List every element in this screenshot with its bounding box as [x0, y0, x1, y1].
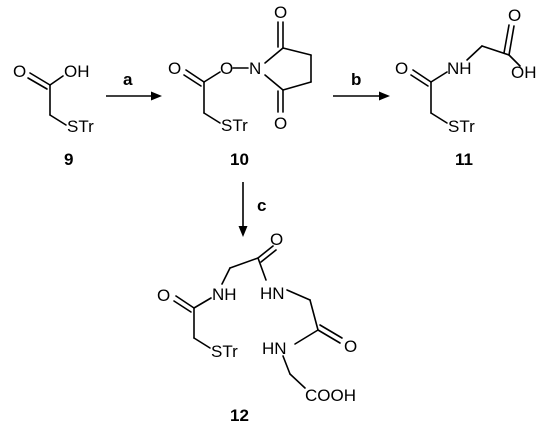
- bond: [294, 329, 319, 345]
- oxygen-atom: O: [508, 6, 521, 25]
- bond: [503, 24, 510, 54]
- oxygen-atom: O: [274, 3, 287, 22]
- bond: [185, 69, 205, 83]
- bond: [221, 267, 231, 285]
- bond: [193, 337, 211, 349]
- bond: [410, 74, 429, 87]
- step-label-a: a: [123, 70, 133, 89]
- bond: [286, 289, 311, 301]
- oxygen-atom: O: [168, 59, 181, 78]
- bond: [257, 257, 267, 281]
- bond: [29, 72, 51, 86]
- amine-group: NH: [447, 59, 472, 78]
- oxygen-atom: O: [270, 230, 283, 249]
- reaction-arrow-a: a: [106, 70, 162, 101]
- bond: [289, 373, 306, 389]
- reaction-arrow-b: b: [333, 70, 390, 101]
- oxygen-atom: O: [274, 114, 287, 133]
- bond: [49, 75, 64, 86]
- step-label-b: b: [351, 70, 361, 89]
- compound-label-10: 10: [230, 150, 249, 169]
- compound-11: O NH O OH STr 11: [395, 6, 537, 169]
- bond: [430, 71, 448, 83]
- bond: [309, 299, 319, 331]
- oxygen-atom: O: [395, 59, 408, 78]
- bond: [173, 300, 192, 313]
- bond: [193, 297, 212, 309]
- bond: [508, 25, 515, 56]
- bond: [282, 355, 291, 375]
- bond: [175, 295, 195, 309]
- bond: [183, 74, 202, 87]
- bond: [27, 77, 48, 90]
- reaction-arrow-c: c: [238, 182, 266, 237]
- amine-group: NH: [212, 285, 237, 304]
- oxygen-atom: O: [344, 337, 357, 356]
- bond: [282, 81, 312, 91]
- bond: [319, 324, 343, 339]
- compound-label-11: 11: [455, 150, 473, 169]
- bond: [317, 329, 341, 344]
- oxygen-atom: O: [157, 286, 170, 305]
- arrow-head: [151, 91, 162, 101]
- step-label-c: c: [257, 196, 266, 215]
- compound-9: O OH STr 9: [13, 62, 94, 169]
- oxygen-atom: O: [220, 59, 233, 78]
- bond: [203, 71, 221, 83]
- bond: [49, 114, 67, 126]
- oxygen-atom: O: [13, 62, 26, 81]
- bond: [412, 69, 432, 83]
- compound-10: O O N O O STr 10: [168, 3, 312, 169]
- hydroxyl-group: OH: [64, 62, 90, 81]
- carboxylic-acid-group: COOH: [305, 386, 356, 405]
- arrow-head: [379, 91, 390, 101]
- arrow-head: [238, 226, 248, 237]
- bond: [203, 112, 221, 124]
- compound-label-9: 9: [64, 150, 73, 169]
- compound-label-12: 12: [230, 406, 249, 425]
- str-group: STr: [221, 116, 248, 135]
- compound-12: O NH O HN O HN COOH STr 12: [157, 230, 357, 425]
- bond: [257, 245, 274, 259]
- amine-group: HN: [262, 339, 287, 358]
- amine-group: HN: [260, 284, 285, 303]
- bond: [264, 47, 284, 64]
- bond: [282, 47, 312, 56]
- str-group: STr: [211, 342, 238, 361]
- bond: [260, 249, 277, 263]
- bond: [229, 257, 259, 269]
- str-group: STr: [67, 117, 94, 136]
- bond: [430, 112, 448, 124]
- bond: [508, 54, 521, 67]
- str-group: STr: [448, 117, 475, 136]
- bond: [264, 74, 284, 91]
- nitrogen-atom: N: [249, 59, 261, 78]
- hydroxyl-group: OH: [511, 63, 537, 82]
- bond: [466, 45, 483, 61]
